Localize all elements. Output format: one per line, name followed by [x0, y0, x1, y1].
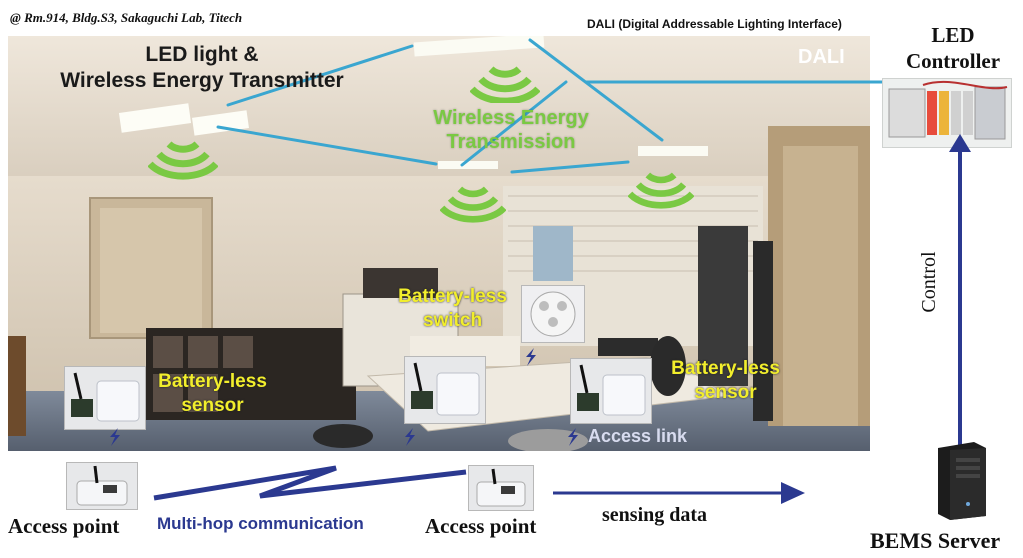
lightning-link-icon	[110, 428, 120, 446]
access-point-device-icon	[468, 465, 534, 511]
access-link-label: Access link	[588, 426, 688, 446]
led-controller-line2: Controller	[905, 49, 1001, 73]
lightning-link-icon	[526, 348, 536, 366]
access-point-left-label: Access point	[8, 514, 120, 538]
bems-server-label: BEMS Server	[870, 528, 1001, 553]
dali-line	[460, 80, 568, 167]
led-controller-icon	[882, 78, 1012, 148]
dali-line	[510, 160, 630, 174]
battery-less-sensor-right-label: Battery-less sensor	[658, 357, 793, 405]
led-light-label-line1: LED light &	[145, 43, 259, 66]
battery-less-switch-label: Battery-less switch	[385, 285, 520, 333]
led-light-label: LED light & Wireless Energy Transmitter	[42, 42, 362, 94]
room-photo	[8, 36, 870, 451]
access-point-right-label: Access point	[425, 514, 537, 538]
wireless-energy-label: Wireless Energy Transmission	[416, 106, 606, 154]
battery-less-sensor-left-label: Battery-less sensor	[145, 370, 280, 418]
dali-label: DALI	[798, 46, 845, 68]
room-photo-illustration	[8, 36, 870, 451]
switch-device-icon	[521, 285, 585, 343]
dali-line	[216, 125, 438, 166]
wireless-wave-icon	[470, 66, 540, 103]
led-controller-label: LED Controller	[893, 22, 1013, 74]
lightning-link-icon	[568, 428, 578, 446]
dali-full-name: DALI (Digital Addressable Lighting Inter…	[587, 17, 842, 31]
sensor-device-icon	[64, 366, 146, 430]
wireless-energy-line1: Wireless Energy	[433, 107, 589, 129]
server-icon	[932, 440, 988, 520]
location-caption: @ Rm.914, Bldg.S3, Sakaguchi Lab, Titech	[10, 10, 243, 25]
led-light-label-line2: Wireless Energy Transmitter	[60, 69, 344, 92]
battery-less-sensor-left-line1: Battery-less	[158, 371, 267, 392]
wireless-energy-line2: Transmission	[446, 131, 576, 153]
sensing-data-label: sensing data	[602, 504, 708, 526]
wireless-wave-icon	[628, 172, 694, 209]
lightning-link-icon	[405, 428, 415, 446]
battery-less-sensor-right-line2: sensor	[694, 382, 757, 403]
battery-less-sensor-right-line1: Battery-less	[671, 358, 780, 379]
battery-less-switch-line1: Battery-less	[398, 286, 507, 307]
control-label: Control	[918, 251, 940, 313]
battery-less-switch-line2: switch	[422, 310, 483, 331]
sensing-data-arrow	[553, 482, 805, 504]
multi-hop-zigzag	[153, 465, 467, 501]
access-point-device-icon	[66, 462, 138, 510]
dali-line	[528, 38, 664, 142]
led-controller-line1: LED	[931, 23, 975, 47]
dali-line	[226, 44, 414, 107]
sensor-device-icon	[570, 358, 652, 424]
control-arrow	[949, 134, 971, 448]
sensor-device-icon	[404, 356, 486, 424]
battery-less-sensor-left-line2: sensor	[181, 395, 244, 416]
wireless-wave-icon	[440, 186, 506, 223]
multi-hop-label: Multi-hop communication	[157, 514, 364, 533]
wireless-wave-icon	[148, 141, 218, 180]
